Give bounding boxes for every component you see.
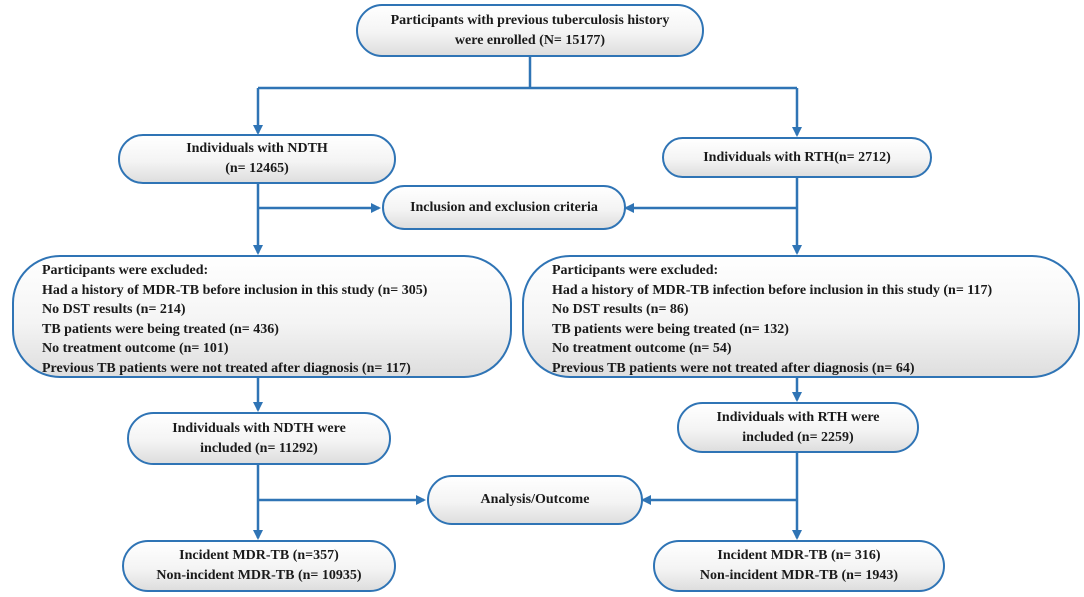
excluded-rth-title: Participants were excluded: bbox=[552, 263, 719, 278]
rth-line1: Individuals with RTH(n= 2712) bbox=[703, 149, 891, 165]
outcome-rth-line2: Non-incident MDR-TB (n= 1943) bbox=[699, 568, 899, 583]
analysis-box: Analysis/Outcome bbox=[427, 475, 643, 525]
excluded-ndth-item: Previous TB patients were not treated af… bbox=[42, 360, 411, 376]
rth-box: Individuals with RTH(n= 2712) bbox=[662, 137, 932, 178]
enrolled-line2: were enrolled (N= 15177) bbox=[454, 32, 606, 48]
excluded-ndth-box: Participants were excluded: Had a histor… bbox=[12, 255, 512, 378]
ndth-line2: (n= 12465) bbox=[225, 161, 289, 176]
included-ndth-box: Individuals with NDTH were included (n= … bbox=[127, 412, 391, 465]
excluded-ndth-item: No treatment outcome (n= 101) bbox=[42, 341, 229, 356]
included-ndth-line1: Individuals with NDTH were bbox=[172, 420, 346, 436]
criteria-label: Inclusion and exclusion criteria bbox=[410, 199, 598, 215]
outcome-rth-line1: Incident MDR-TB (n= 316) bbox=[717, 548, 881, 563]
included-rth-line1: Individuals with RTH were bbox=[716, 409, 880, 425]
excluded-ndth-title: Participants were excluded: bbox=[42, 263, 209, 278]
ndth-box: Individuals with NDTH (n= 12465) bbox=[118, 134, 396, 184]
ndth-line1: Individuals with NDTH bbox=[186, 141, 328, 156]
outcome-ndth-box: Incident MDR-TB (n=357) Non-incident MDR… bbox=[122, 540, 396, 592]
excluded-rth-item: No DST results (n= 86) bbox=[552, 302, 689, 317]
outcome-ndth-line1: Incident MDR-TB (n=357) bbox=[179, 548, 339, 563]
enrolled-line1: Participants with previous tuberculosis … bbox=[390, 12, 670, 28]
excluded-rth-item: TB patients were being treated (n= 132) bbox=[552, 321, 789, 337]
outcome-ndth-line2: Non-incident MDR-TB (n= 10935) bbox=[156, 568, 362, 583]
excluded-rth-item: Previous TB patients were not treated af… bbox=[552, 360, 915, 376]
excluded-ndth-item: No DST results (n= 214) bbox=[42, 302, 186, 317]
criteria-box: Inclusion and exclusion criteria bbox=[382, 185, 626, 230]
included-rth-box: Individuals with RTH were included (n= 2… bbox=[677, 402, 919, 453]
excluded-ndth-item: TB patients were being treated (n= 436) bbox=[42, 321, 279, 337]
included-rth-line2: included (n= 2259) bbox=[742, 429, 854, 445]
excluded-rth-box: Participants were excluded: Had a histor… bbox=[522, 255, 1080, 378]
excluded-ndth-item: Had a history of MDR-TB before inclusion… bbox=[42, 282, 428, 298]
included-ndth-line2: included (n= 11292) bbox=[200, 440, 318, 456]
excluded-rth-item: No treatment outcome (n= 54) bbox=[552, 341, 732, 356]
analysis-label: Analysis/Outcome bbox=[480, 492, 590, 507]
excluded-rth-item: Had a history of MDR-TB infection before… bbox=[552, 282, 993, 298]
enrolled-box: Participants with previous tuberculosis … bbox=[356, 4, 704, 57]
outcome-rth-box: Incident MDR-TB (n= 316) Non-incident MD… bbox=[653, 540, 945, 592]
